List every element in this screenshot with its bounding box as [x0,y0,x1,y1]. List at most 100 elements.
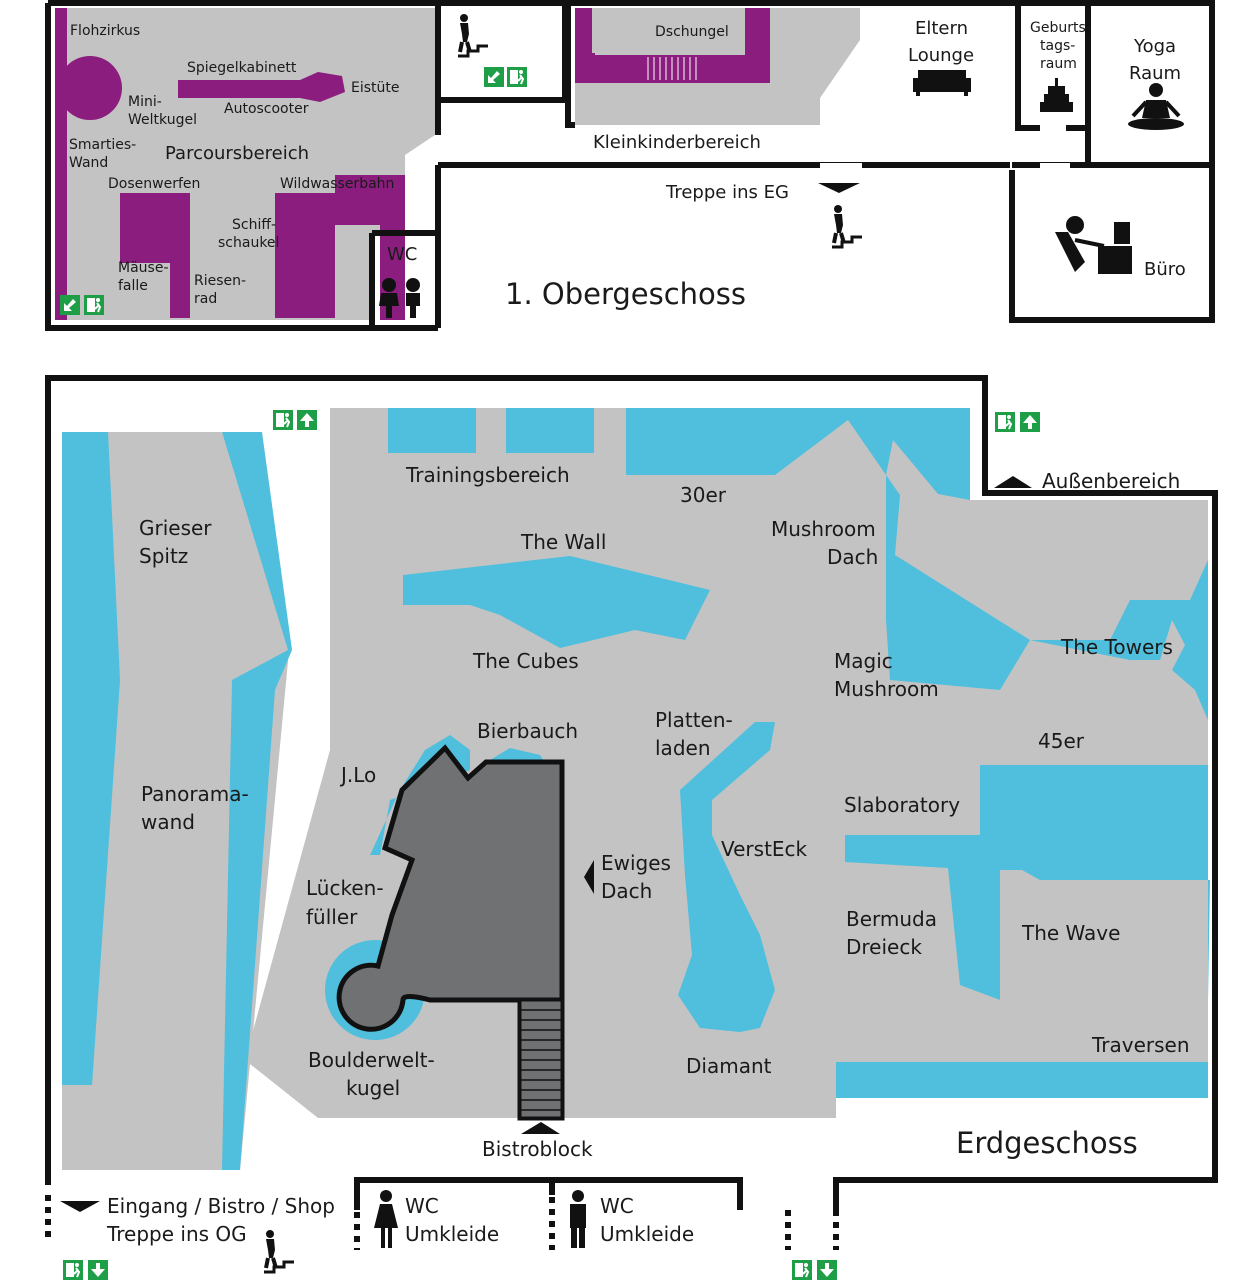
label-wc-women-2: Umkleide [405,1222,499,1246]
stairs-person-icon [456,12,490,58]
upper-walls [45,0,1215,331]
stairs-person-icon [262,1228,296,1274]
label-geburts-3: raum [1040,56,1077,72]
stairs-person-icon [830,203,864,249]
bistro-direction-arrow-icon [521,1122,560,1134]
label-ewiges-2: Dach [601,879,652,903]
emergency-exit-icon [272,409,294,431]
label-geburts-2: tags- [1040,38,1075,54]
label-wc-men-1: WC [600,1194,634,1218]
label-luecken-2: füller [306,905,358,929]
label-bermuda-1: Bermuda [846,907,937,931]
label-magic-2: Mushroom [834,677,939,701]
label-buero: Büro [1144,259,1186,280]
label-dschungel: Dschungel [655,24,729,40]
entrance-direction-arrow-icon [60,1201,100,1212]
woman-icon [374,1190,398,1248]
children-toilet-icon [379,278,420,318]
label-the-cubes: The Cubes [472,649,579,673]
label-parcoursbereich: Parcoursbereich [165,143,309,164]
arrow-up-icon [1020,412,1040,432]
bistro-stairs [518,998,564,1120]
label-yoga-1: Yoga [1133,36,1176,57]
label-the-towers: The Towers [1060,635,1173,659]
upper-floor-title: 1. Obergeschoss [505,277,746,311]
label-geburts-1: Geburts- [1030,20,1091,36]
arrow-down-left-icon [60,295,80,315]
label-luecken-1: Lücken- [306,876,384,900]
label-30er: 30er [680,483,727,507]
label-autoscooter: Autoscooter [224,101,309,117]
label-dosenwerfen: Dosenwerfen [108,176,200,192]
label-slaboratory: Slaboratory [844,793,960,817]
label-yoga-2: Raum [1129,63,1181,84]
label-wc-women-1: WC [405,1194,439,1218]
emergency-exit-icon [994,411,1016,433]
aussen-direction-arrow-icon [994,476,1032,488]
label-bistroblock: Bistroblock [482,1137,593,1161]
label-panorama-1: Panorama- [141,782,249,806]
arrow-down-icon [817,1260,837,1280]
label-eingang-2: Treppe ins OG [106,1222,247,1246]
label-maeuse-1: Mäuse- [118,260,169,276]
label-spiegelkabinett: Spiegelkabinett [187,60,297,76]
label-traversen: Traversen [1091,1033,1190,1057]
sofa-icon [913,70,971,96]
emergency-exit-icon [83,294,105,316]
yoga-person-icon [1128,83,1184,130]
label-eistuete: Eistüte [351,80,400,96]
label-grieser-2: Spitz [139,544,188,568]
label-mushroom-dach-2: Dach [827,545,878,569]
label-smarties-1: Smarties- [69,137,136,153]
ewiges-dach-pointer-icon [584,860,594,894]
stair-direction-arrow-icon [818,183,860,193]
label-platten-1: Platten- [655,708,733,732]
label-eingang-1: Eingang / Bistro / Shop [107,1194,335,1218]
boulder-block [336,744,565,1121]
label-45er: 45er [1038,729,1085,753]
label-flohzirkus: Flohzirkus [70,23,140,39]
ground-walls [45,375,1218,1210]
label-wc-upper: WC [387,244,417,265]
ground-floor-title: Erdgeschoss [956,1126,1138,1160]
emergency-exit-icon [791,1259,813,1281]
label-boulder-2: kugel [346,1076,400,1100]
label-diamant: Diamant [686,1054,772,1078]
label-trainingsbereich: Trainingsbereich [405,463,570,487]
label-bermuda-2: Dreieck [846,935,922,959]
label-ewiges-1: Ewiges [601,851,671,875]
emergency-exit-icon [62,1259,84,1281]
label-mini-weltkugel-2: Weltkugel [128,112,197,128]
label-schiff-1: Schiff- [232,217,276,233]
label-maeuse-2: falle [118,278,148,294]
label-the-wall: The Wall [520,530,606,554]
play-areas [55,8,770,320]
label-boulder-1: Boulderwelt- [308,1048,435,1072]
emergency-exit-icon [506,66,528,88]
label-the-wave: The Wave [1021,921,1120,945]
label-aussenbereich: Außenbereich [1042,469,1180,493]
label-schiff-2: schaukel [218,235,279,251]
label-eltern-2: Lounge [908,45,974,66]
label-versteck: VerstEck [721,837,808,861]
label-eltern-1: Eltern [915,18,968,39]
label-jlo: J.Lo [339,763,376,787]
label-treppe-eg: Treppe ins EG [665,182,789,203]
arrow-up-icon [297,410,317,430]
label-platten-2: laden [655,736,711,760]
label-wildwasserbahn: Wildwasserbahn [280,176,394,192]
label-smarties-2: Wand [69,155,108,171]
label-bierbauch: Bierbauch [477,719,578,743]
label-mushroom-dach-1: Mushroom [771,517,876,541]
office-desk-icon [1055,216,1132,274]
dschungel-stripes [647,57,697,80]
birthday-cake-icon [1040,78,1073,112]
ground-floor: Grieser Spitz Panorama- wand Trainingsbe… [42,375,1218,1281]
arrow-down-icon [88,1260,108,1280]
label-grieser-1: Grieser [139,516,212,540]
arrow-down-left-icon [484,67,504,87]
label-magic-1: Magic [834,649,893,673]
label-mini-weltkugel-1: Mini- [128,94,162,110]
label-wc-men-2: Umkleide [600,1222,694,1246]
